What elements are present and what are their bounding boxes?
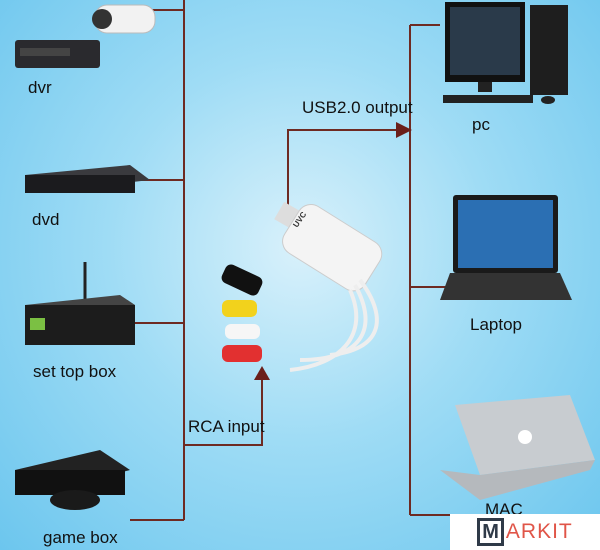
set-top-box-icon	[25, 262, 135, 345]
desktop-pc-icon	[443, 2, 568, 104]
dvr-camera-icon	[15, 4, 156, 68]
rca-input-arrow	[254, 366, 270, 380]
output-label-pc: pc	[472, 115, 490, 134]
watermark-letter: M	[477, 518, 504, 546]
input-label-dvd: dvd	[32, 210, 60, 229]
watermark-text: ARKIT	[505, 520, 573, 543]
rca-input-label: RCA input	[188, 417, 265, 436]
input-label-game-box: game box	[43, 528, 118, 547]
usb-output-arrow	[396, 122, 412, 138]
game-console-icon	[15, 450, 130, 510]
usb-output-label: USB2.0 output	[302, 98, 413, 117]
input-label-set-top-box: set top box	[33, 362, 117, 381]
watermark: M ARKIT	[450, 514, 600, 550]
usb-capture-device	[221, 201, 383, 372]
connector-lines	[120, 0, 450, 521]
dvd-player-icon	[25, 165, 150, 193]
laptop-icon	[440, 195, 572, 300]
input-label-dvr: dvr	[28, 78, 52, 97]
macbook-icon	[440, 395, 595, 500]
output-label-laptop: Laptop	[470, 315, 522, 334]
